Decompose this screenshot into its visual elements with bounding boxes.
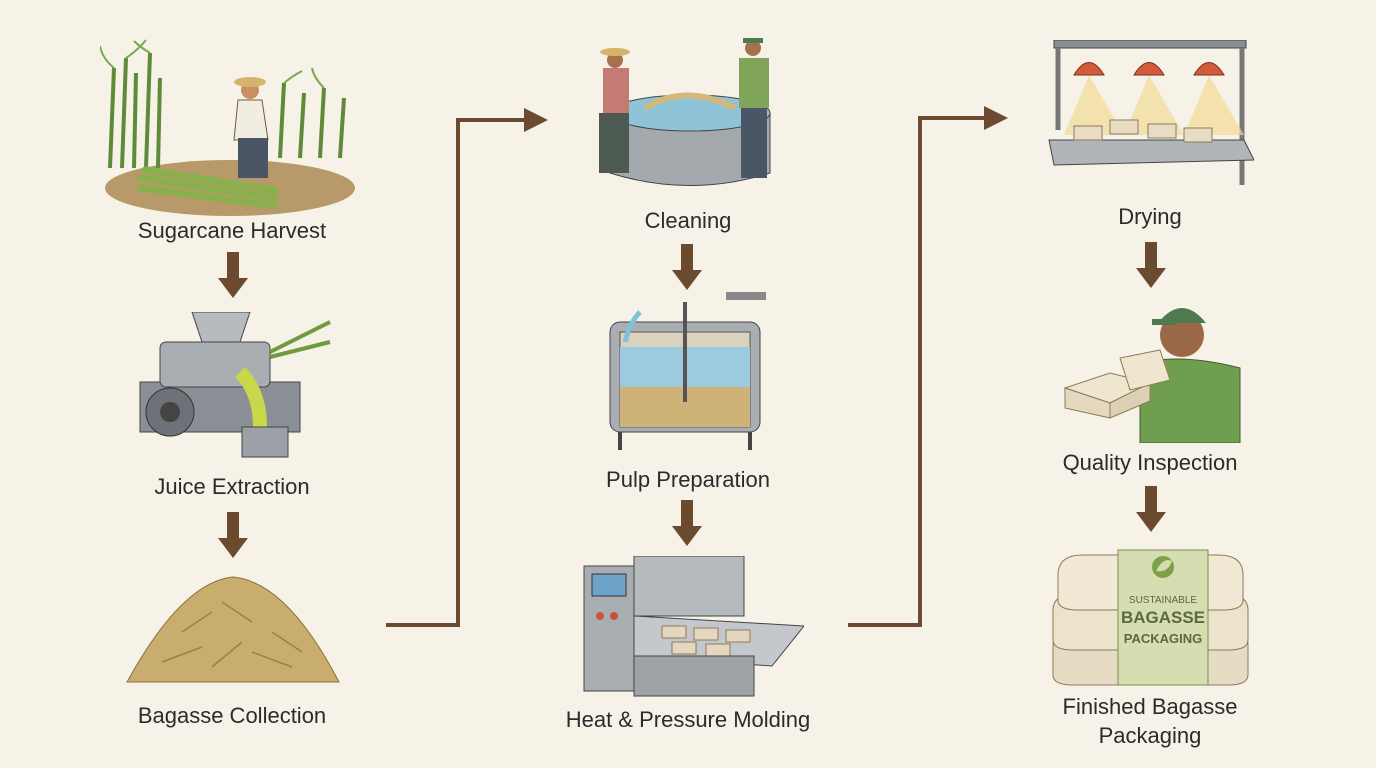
step-label-line2: Packaging — [1098, 723, 1202, 748]
band-text-line3: PACKAGING — [1124, 631, 1202, 646]
pulp-tank-illustration — [609, 292, 766, 450]
sugarcane-harvest-illustration — [100, 39, 355, 216]
juice-extractor-illustration — [139, 312, 331, 458]
step-label-bagasse-collection: Bagasse Collection — [137, 703, 327, 728]
step-label-drying: Drying — [1118, 204, 1182, 229]
step-label-finished-packaging: Finished Bagasse Packaging — [990, 692, 1310, 750]
washing-tank-illustration — [599, 38, 771, 186]
down-arrow-icon — [672, 244, 702, 290]
band-text-line2: BAGASSE — [1121, 608, 1205, 627]
packaging-stack-illustration: SUSTAINABLE BAGASSE PACKAGING — [1052, 549, 1249, 686]
down-arrow-icon — [218, 252, 248, 298]
down-arrow-icon — [1136, 242, 1166, 288]
step-label-pulp-preparation: Pulp Preparation — [606, 467, 770, 492]
step-label-juice-extraction: Juice Extraction — [154, 474, 310, 499]
connector-col1-to-col2 — [386, 118, 530, 627]
down-arrow-icon — [1136, 486, 1166, 532]
arrowhead-icon — [524, 108, 548, 132]
inspector-illustration — [1063, 308, 1241, 443]
arrowhead-icon — [984, 106, 1008, 130]
down-arrow-icon — [218, 512, 248, 558]
band-text-line1: SUSTAINABLE — [1129, 595, 1197, 606]
connector-col2-to-col3 — [848, 116, 990, 627]
step-label-line1: Finished Bagasse — [1062, 694, 1238, 719]
step-label-sugarcane-harvest: Sugarcane Harvest — [137, 218, 327, 243]
bagasse-pile-illustration — [126, 576, 340, 683]
step-label-cleaning: Cleaning — [644, 208, 732, 233]
drying-rack-illustration — [1048, 40, 1254, 185]
step-label-heat-pressure-molding: Heat & Pressure Molding — [565, 707, 811, 732]
step-label-quality-inspection: Quality Inspection — [1062, 450, 1238, 475]
down-arrow-icon — [672, 500, 702, 546]
molding-machine-illustration — [583, 556, 804, 697]
